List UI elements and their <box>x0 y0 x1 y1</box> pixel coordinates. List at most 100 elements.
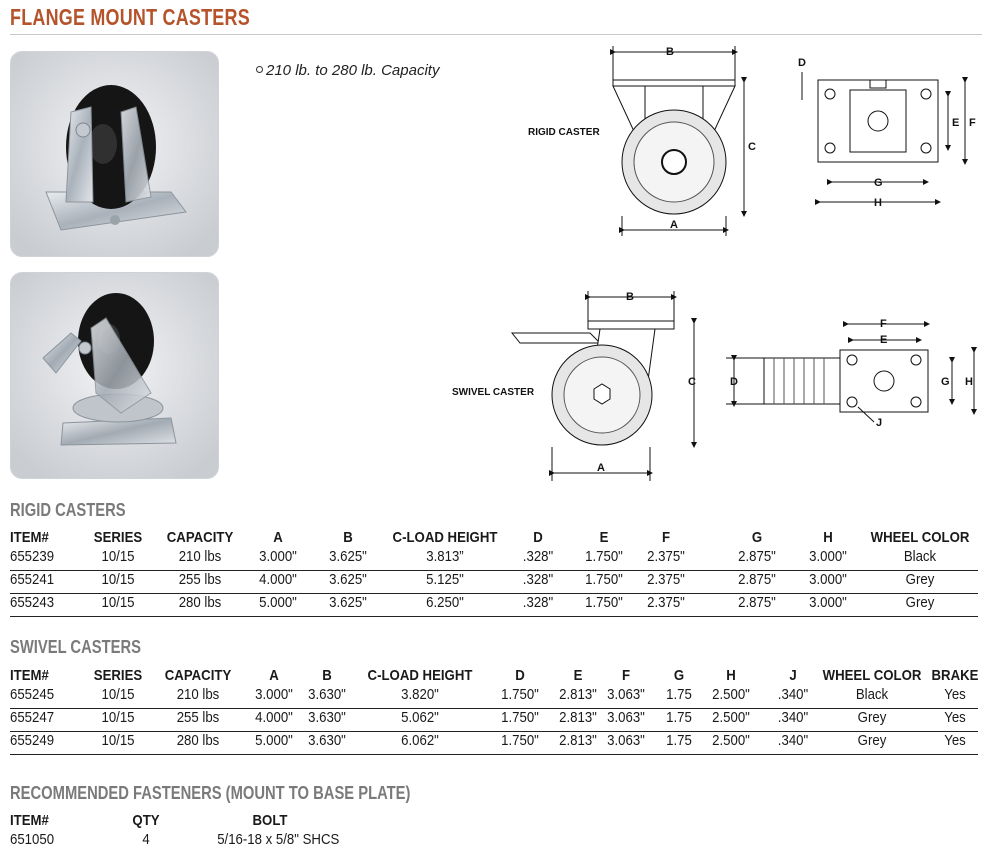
rigid-caster-side-diagram: RIGID CASTER B C A <box>528 46 756 236</box>
swivel-dim-g: G <box>941 376 950 388</box>
column-header: WHEEL COLOR <box>870 529 970 546</box>
table-cell: 280 lbs <box>176 732 220 749</box>
table-cell: 3.625" <box>329 571 367 588</box>
table-cell: 3.630" <box>308 709 346 726</box>
swivel-casters-heading: SWIVEL CASTERS <box>10 637 141 657</box>
table-cell: 255 lbs <box>176 709 220 726</box>
table-cell: 655249 <box>10 732 55 749</box>
table-cell: 3.000" <box>809 571 847 588</box>
rigid-dim-h: H <box>874 197 882 209</box>
rigid-caster-photo <box>10 51 219 257</box>
column-header: B <box>322 667 332 684</box>
capacity-note-text: 210 lb. to 280 lb. Capacity <box>266 62 440 79</box>
table-row: 655249 10/15 280 lbs 5.000" 3.630" 6.062" 1.75… <box>10 732 978 755</box>
column-header: WHEEL COLOR <box>822 667 922 684</box>
swivel-caster-photo <box>10 272 219 479</box>
column-header: H <box>823 529 833 546</box>
table-cell: 10/15 <box>101 686 135 703</box>
table-cell: .340" <box>777 686 809 703</box>
fasteners-heading: RECOMMENDED FASTENERS (MOUNT TO BASE PLA… <box>10 783 411 803</box>
table-cell: 2.875" <box>738 594 776 611</box>
table-cell: 3.820" <box>401 686 439 703</box>
swivel-dim-a: A <box>597 462 605 474</box>
table-cell: 3.063" <box>607 709 645 726</box>
table-cell: 6.062" <box>401 732 439 749</box>
table-cell: 2.375" <box>647 571 685 588</box>
table-cell: 3.813” <box>426 548 464 565</box>
table-cell: 5.125" <box>426 571 464 588</box>
table-cell: 1.750" <box>585 571 623 588</box>
column-header: D <box>533 529 543 546</box>
swivel-caster-plate-diagram: F E D G H J <box>726 318 977 429</box>
table-cell: 10/15 <box>101 571 135 588</box>
column-header: D <box>515 667 525 684</box>
rigid-caster-plate-diagram: D F E G H <box>798 57 976 209</box>
table-cell: 2.813" <box>559 732 597 749</box>
table-cell: 1.750" <box>501 732 539 749</box>
table-cell: 4 <box>142 831 150 848</box>
table-cell: 5/16-18 x 5/8" SHCS <box>217 831 340 848</box>
page-title: FLANGE MOUNT CASTERS <box>10 4 250 30</box>
table-cell: 1.750" <box>501 686 539 703</box>
column-header: F <box>661 529 671 546</box>
column-header: CAPACITY <box>164 667 232 684</box>
table-cell: 655247 <box>10 709 55 726</box>
column-header: BRAKE <box>931 667 979 684</box>
rigid-casters-heading: RIGID CASTERS <box>10 500 126 520</box>
swivel-caster-label: SWIVEL CASTER <box>452 387 535 398</box>
table-cell: Grey <box>905 594 935 611</box>
table-cell: 4.000" <box>255 709 293 726</box>
column-header: A <box>273 529 283 546</box>
table-cell: 3.063" <box>607 732 645 749</box>
table-cell: Yes <box>944 709 966 726</box>
table-cell: 1.750" <box>585 594 623 611</box>
swivel-dim-d: D <box>730 376 738 388</box>
table-cell: 2.375" <box>647 548 685 565</box>
column-header: E <box>599 529 609 546</box>
table-cell: 1.75 <box>666 732 692 749</box>
table-cell: .328" <box>522 594 554 611</box>
table-cell: 10/15 <box>101 709 135 726</box>
table-cell: 6.250" <box>426 594 464 611</box>
table-cell: 3.000" <box>809 548 847 565</box>
capacity-note: 210 lb. to 280 lb. Capacity <box>256 62 439 79</box>
swivel-dim-c: C <box>688 376 696 388</box>
table-cell: 655243 <box>10 594 55 611</box>
column-header: SERIES <box>93 667 143 684</box>
table-cell: .340" <box>777 709 809 726</box>
table-cell: 2.375" <box>647 594 685 611</box>
table-cell: Black <box>903 548 937 565</box>
table-cell: 3.625" <box>329 594 367 611</box>
table-cell: 2.500" <box>712 686 750 703</box>
column-header: E <box>573 667 583 684</box>
table-cell: 210 lbs <box>176 686 220 703</box>
table-cell: Grey <box>857 709 887 726</box>
table-cell: 5.062" <box>401 709 439 726</box>
column-header: H <box>726 667 736 684</box>
table-cell: 10/15 <box>101 548 135 565</box>
table-cell: 10/15 <box>101 732 135 749</box>
table-cell: Black <box>855 686 889 703</box>
column-header: F <box>621 667 631 684</box>
table-cell: 3.625" <box>329 548 367 565</box>
column-header: CAPACITY <box>166 529 234 546</box>
rigid-dim-d: D <box>798 57 806 69</box>
swivel-dim-j: J <box>876 417 882 429</box>
table-cell: 5.000" <box>255 732 293 749</box>
table-cell: 3.630" <box>308 732 346 749</box>
rigid-dim-f: F <box>969 117 976 129</box>
column-header: QTY <box>132 812 160 829</box>
rigid-dim-e: E <box>952 117 959 129</box>
table-cell: 2.813" <box>559 709 597 726</box>
swivel-dim-f: F <box>880 318 887 330</box>
column-header: ITEM# <box>10 667 49 684</box>
table-cell: .328" <box>522 548 554 565</box>
table-cell: Yes <box>944 686 966 703</box>
